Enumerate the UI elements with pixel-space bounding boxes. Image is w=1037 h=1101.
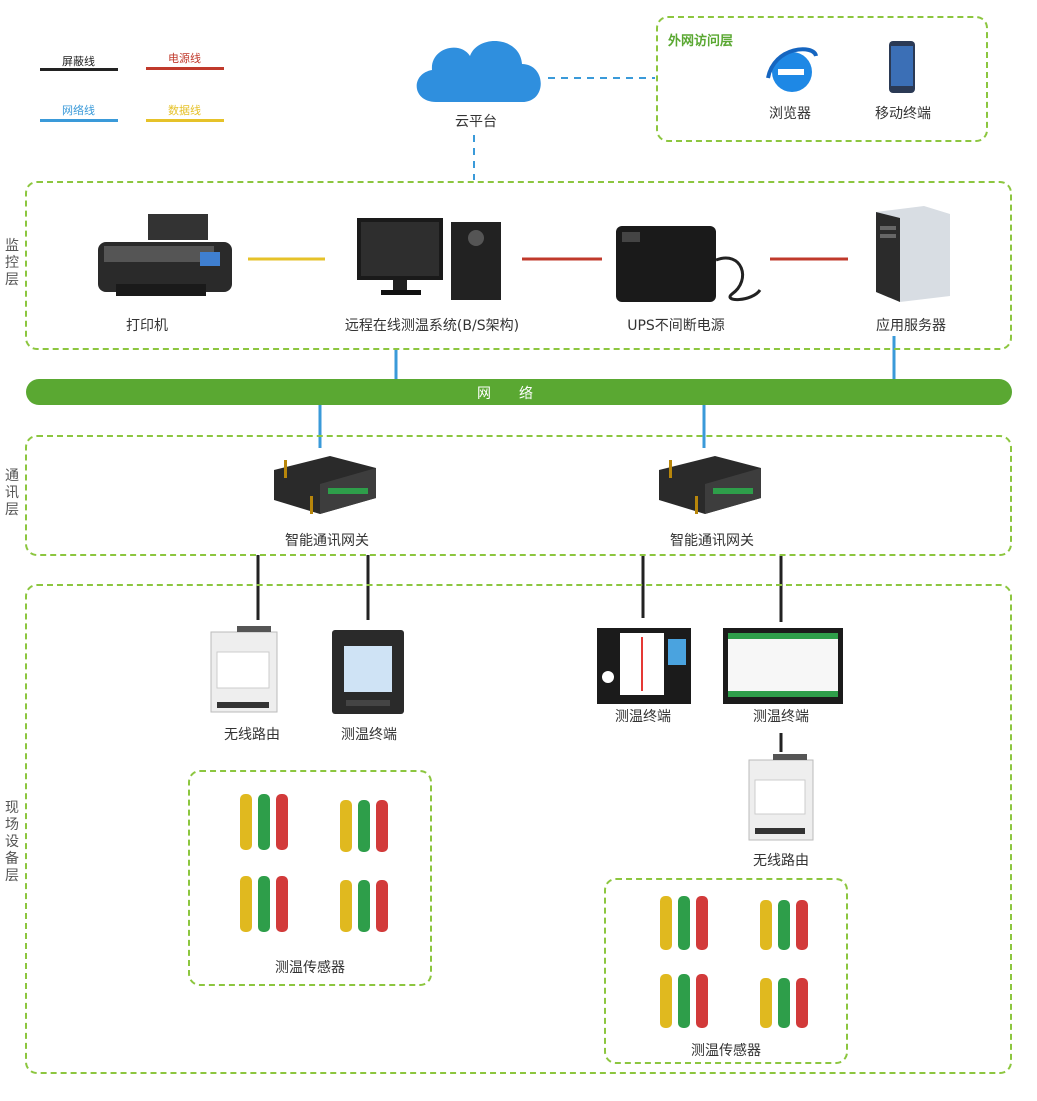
sensor-group-left-zone [188,770,432,986]
legend-network-line [40,119,118,122]
communication-layer-zone [25,435,1012,556]
communication-layer-label: 通讯层 [5,468,19,518]
network-label: 网络 [477,386,561,402]
external-access-zone [656,16,988,142]
gateway-2-icon [659,456,761,514]
gateway-1-icon [274,456,376,514]
ups-label: UPS不间断电源 [627,318,725,334]
temperature-terminal-left-icon [332,630,404,714]
server-icon [876,206,950,302]
temperature-sensors-left-icon [240,794,388,932]
cloud-platform-label: 云平台 [455,114,497,130]
monitoring-layer-label: 监控层 [5,238,19,288]
temperature-terminal-right-label: 测温终端 [753,709,809,725]
mobile-terminal-label: 移动终端 [875,106,931,122]
temperature-terminal-mid-icon [597,628,691,704]
temperature-sensors-right-label: 测温传感器 [691,1043,761,1059]
application-server-label: 应用服务器 [876,318,946,334]
printer-label: 打印机 [126,318,168,334]
mobile-phone-icon [889,41,915,93]
temperature-terminal-right-icon [723,628,843,704]
browser-icon [766,47,818,92]
temperature-terminal-left-label: 测温终端 [341,727,397,743]
legend-power-label: 电源线 [168,52,201,65]
gateway-2-label: 智能通讯网关 [670,533,754,549]
legend-network-label: 网络线 [62,104,95,117]
legend-shield-label: 屏蔽线 [62,55,95,68]
legend-data-label: 数据线 [168,104,201,117]
desktop-computer-icon [357,218,501,300]
wireless-router-left-label: 无线路由 [224,727,280,743]
external-access-title: 外网访问层 [668,34,734,49]
printer-icon [98,214,232,296]
wireless-router-right-label: 无线路由 [753,853,809,869]
wireless-router-right-icon [748,754,814,841]
cloud-icon [416,41,541,102]
temperature-terminal-mid-label: 测温终端 [615,709,671,725]
monitoring-system-label: 远程在线测温系统(B/S架构) [344,318,520,334]
sensor-group-right-zone [604,878,848,1064]
gateway-1-label: 智能通讯网关 [285,533,369,549]
browser-label: 浏览器 [769,106,811,122]
network-bus: 网络 [26,379,1012,405]
temperature-sensors-left-label: 测温传感器 [275,960,345,976]
legend-shield-line [40,68,118,71]
ups-icon [616,226,762,302]
field-device-layer-zone [25,584,1012,1074]
field-device-layer-label: 现场设备层 [5,800,19,884]
monitoring-layer-zone [25,181,1012,350]
wireless-router-left-icon [210,626,278,713]
legend-data-line [146,119,224,122]
temperature-sensors-right-icon [660,896,808,1028]
legend-power-line [146,67,224,70]
